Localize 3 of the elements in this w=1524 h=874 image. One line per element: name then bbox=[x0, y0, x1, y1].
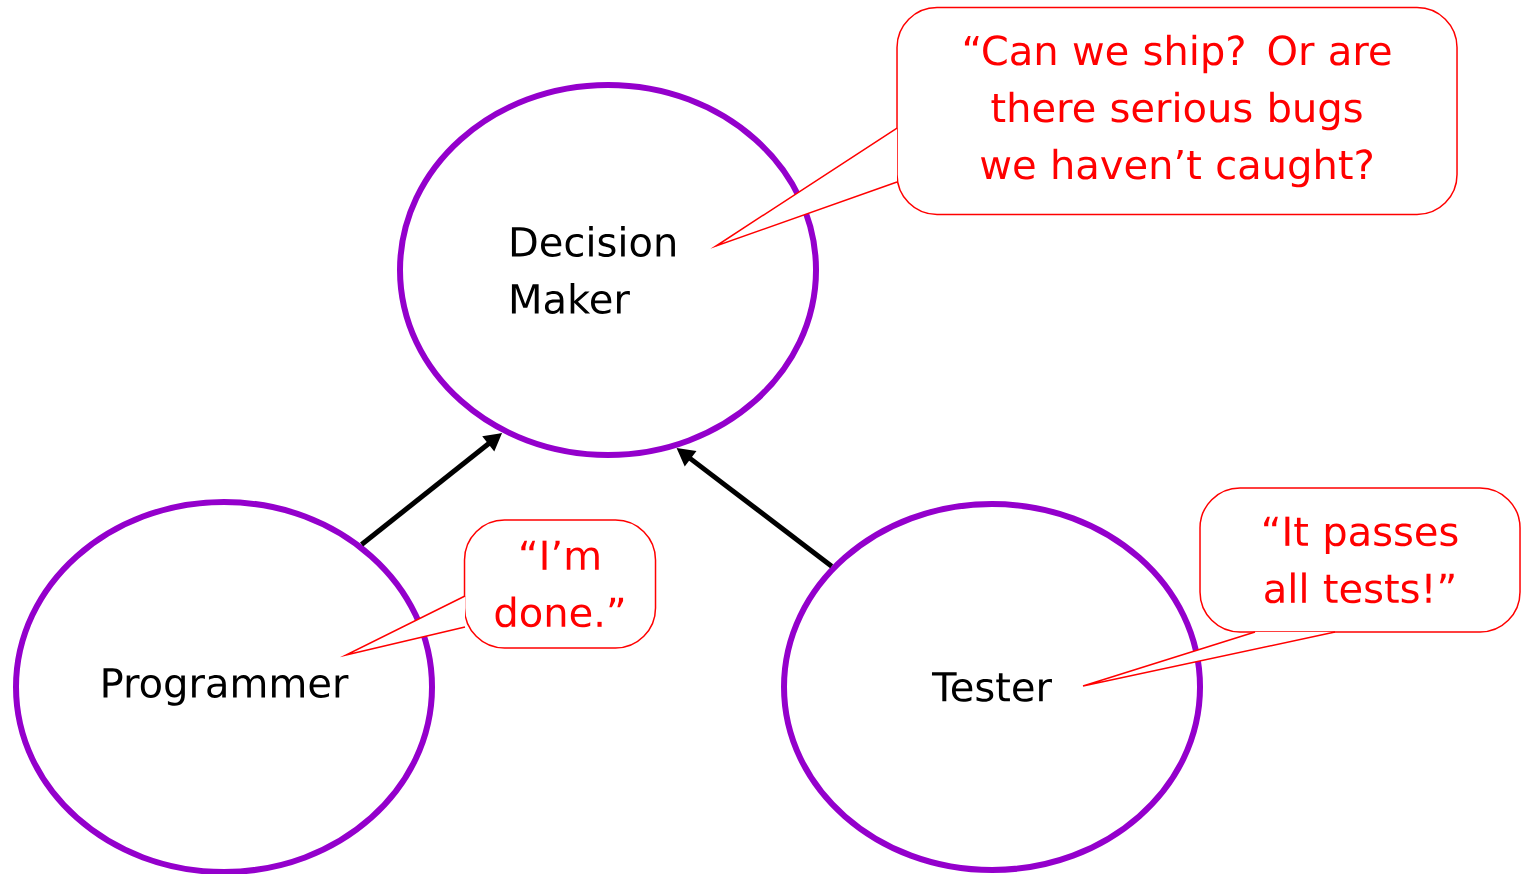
speech-bubble: “It passes all tests!” bbox=[1082, 487, 1521, 687]
speech-bubble: “I’m done.” bbox=[339, 519, 657, 658]
speech-bubble: “Can we ship? Or are there serious bugs we haven’t caught? bbox=[710, 6, 1458, 249]
